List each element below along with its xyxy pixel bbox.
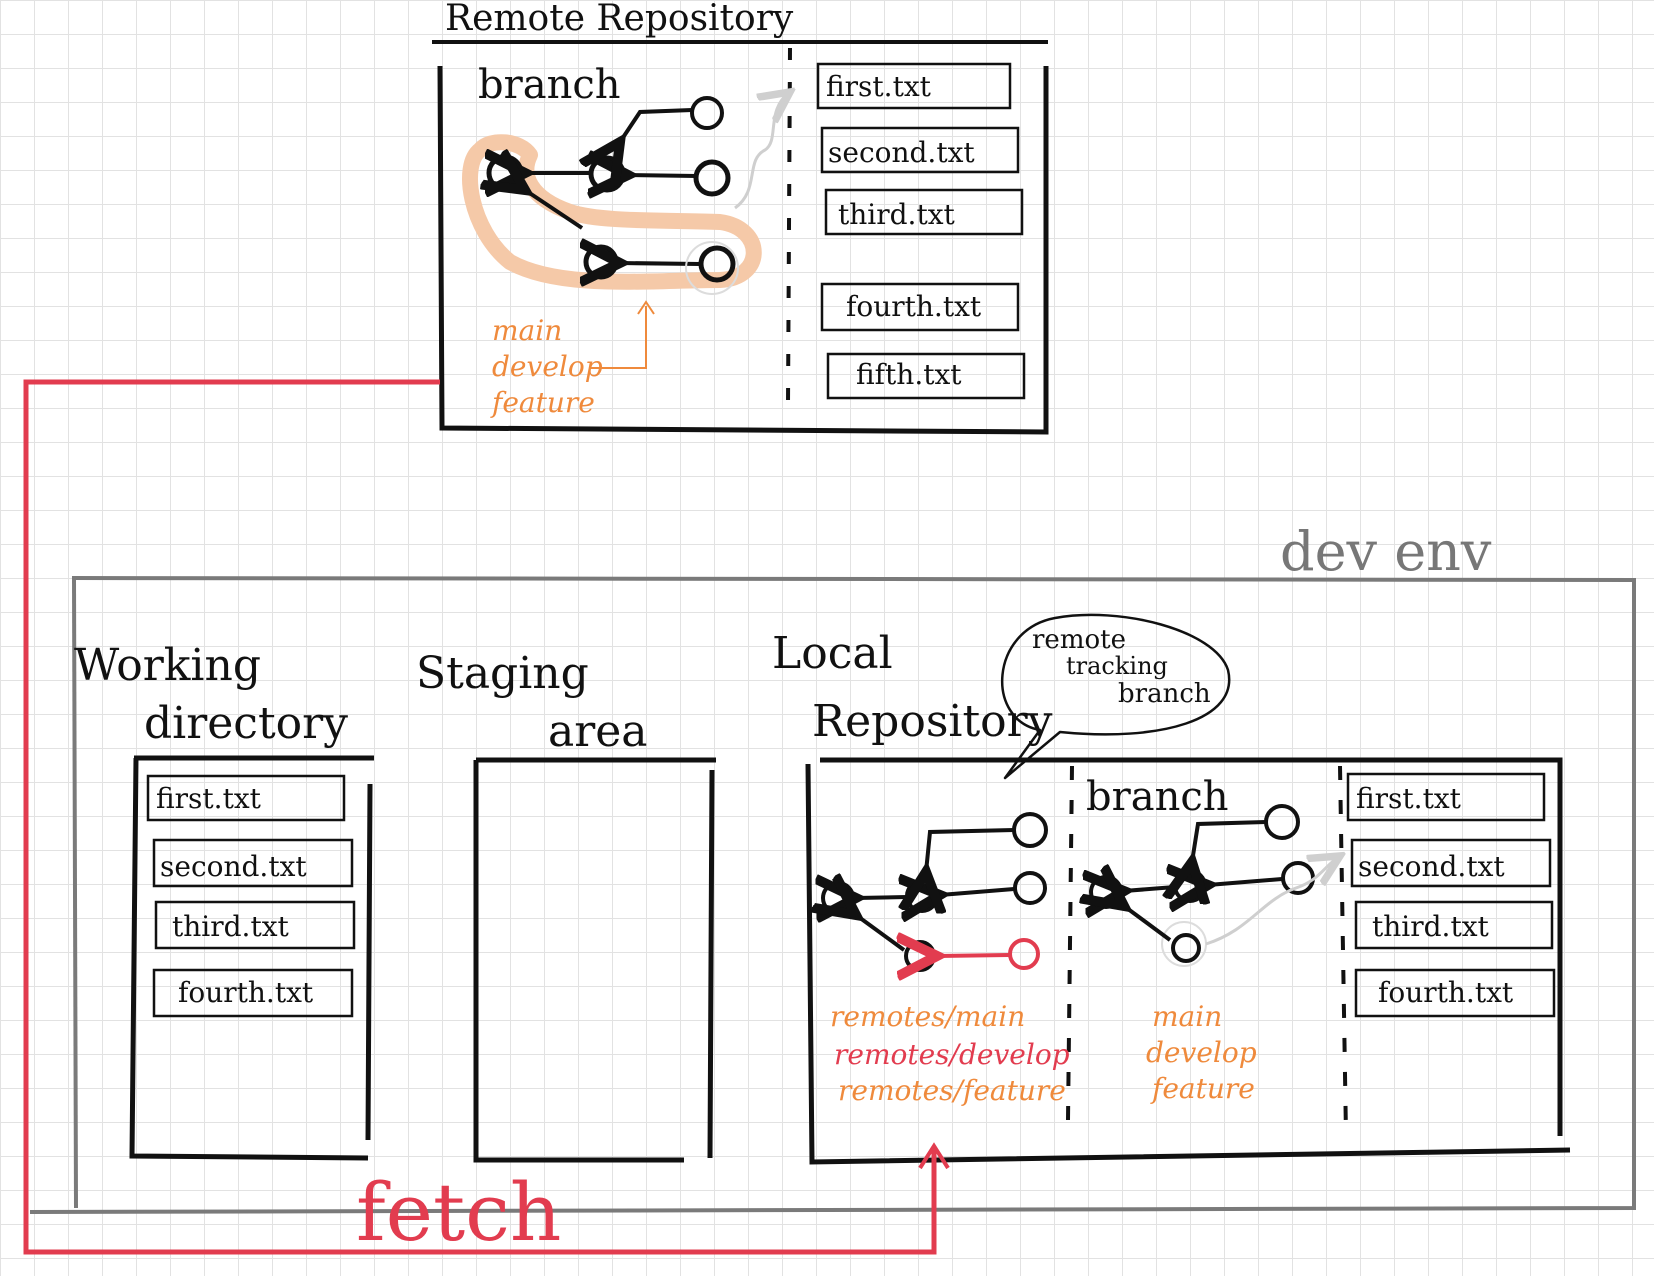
remote-file-list: first.txt second.txt third.txt fourth.tx… <box>816 62 1026 400</box>
staging-area: Staging area <box>416 648 716 1163</box>
local-file-third: third.txt <box>1372 910 1489 943</box>
tracking-label-develop: remotes/develop <box>834 1038 1070 1071</box>
remote-file-fourth: fourth.txt <box>846 290 982 323</box>
staging-area-title-2: area <box>548 706 648 757</box>
remote-commit-5 <box>583 244 619 280</box>
wd-file-third: third.txt <box>172 910 289 943</box>
fetch-path: fetch <box>23 379 950 1259</box>
remote-file-first: first.txt <box>826 70 932 103</box>
remote-file-second: second.txt <box>828 136 975 169</box>
local-label-main: main <box>1152 1000 1222 1033</box>
remote-file-third: third.txt <box>838 198 955 231</box>
remote-commit-6 <box>698 245 736 283</box>
fetched-commit <box>1008 938 1040 970</box>
remote-branch-heading: branch <box>478 62 621 108</box>
wd-file-first: first.txt <box>156 782 262 815</box>
callout-remote-tracking-branch: remote tracking branch <box>1000 613 1231 780</box>
dev-env: dev env <box>29 520 1636 1214</box>
wd-file-fourth: fourth.txt <box>178 976 314 1009</box>
local-file-fourth: fourth.txt <box>1378 976 1514 1009</box>
local-label-develop: develop <box>1146 1036 1257 1069</box>
remote-file-fifth: fifth.txt <box>856 358 962 391</box>
dev-env-label: dev env <box>1280 520 1492 583</box>
tracking-label-main: remotes/main <box>830 1000 1025 1033</box>
remote-label-main: main <box>492 314 562 347</box>
local-repository-title-1: Local <box>772 628 893 679</box>
staging-area-title-1: Staging <box>416 648 589 699</box>
tracking-label-feature: remotes/feature <box>838 1074 1066 1107</box>
local-repository: Local Repository remote tracking branch … <box>772 613 1571 1165</box>
remote-commit-4 <box>690 96 724 130</box>
local-file-second: second.txt <box>1358 850 1505 883</box>
local-branch-graph <box>1091 804 1340 967</box>
callout-line-3: branch <box>1118 679 1211 709</box>
working-directory-title-2: directory <box>144 698 348 749</box>
fetch-label: fetch <box>356 1166 561 1259</box>
local-label-feature: feature <box>1150 1072 1255 1105</box>
working-directory-title-1: Working <box>74 640 261 691</box>
local-branch-heading: branch <box>1086 774 1229 820</box>
remote-label-feature: feature <box>490 386 595 419</box>
wd-file-second: second.txt <box>160 850 307 883</box>
remote-repository-title: Remote Repository <box>445 0 794 39</box>
working-directory: Working directory first.txt second.txt t… <box>74 640 374 1161</box>
remote-label-develop: develop <box>492 350 603 383</box>
tracking-branch-graph <box>823 812 1048 970</box>
remote-commit-1 <box>486 154 524 192</box>
remote-commit-2 <box>588 155 626 193</box>
local-repository-title-2: Repository <box>812 696 1053 747</box>
remote-repository: Remote Repository branch main develop fe… <box>432 0 1049 435</box>
remote-commit-3 <box>693 159 731 197</box>
local-file-list: first.txt second.txt third.txt fourth.tx… <box>1346 772 1556 1018</box>
callout-line-1: remote <box>1032 625 1126 655</box>
callout-line-2: tracking <box>1066 652 1168 680</box>
local-file-first: first.txt <box>1356 782 1462 815</box>
